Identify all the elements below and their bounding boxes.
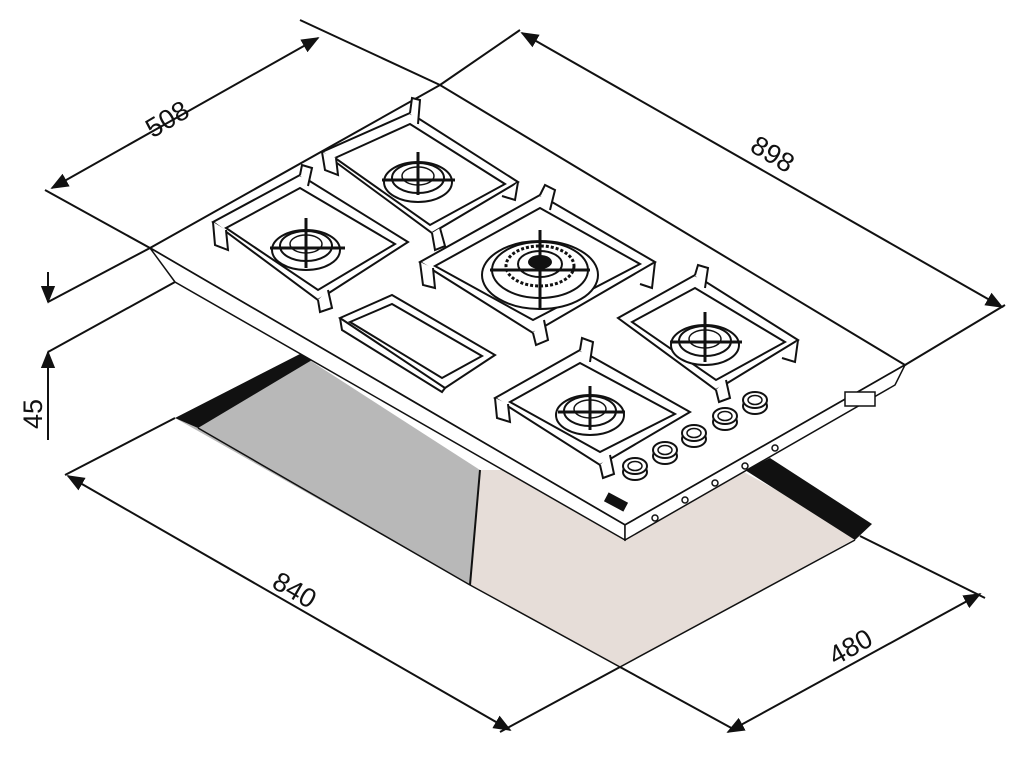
cutout-edge-right bbox=[745, 458, 872, 540]
cutout-right-face bbox=[470, 470, 860, 667]
knob-2 bbox=[652, 441, 678, 465]
knob-5 bbox=[742, 391, 768, 415]
front-screws bbox=[651, 444, 779, 522]
knob-4 bbox=[712, 407, 738, 431]
griddle-tray bbox=[337, 293, 497, 394]
knob-1 bbox=[622, 457, 648, 481]
label-480: 480 bbox=[824, 623, 878, 671]
burner-back-right-spokes bbox=[670, 312, 742, 362]
dimension-45 bbox=[40, 247, 176, 440]
dimension-480 bbox=[619, 535, 986, 733]
dimension-840 bbox=[64, 417, 621, 733]
label-45: 45 bbox=[18, 399, 48, 429]
label-840: 840 bbox=[267, 566, 321, 615]
dimension-898 bbox=[439, 29, 1006, 366]
burner-front-right-spokes bbox=[558, 386, 625, 430]
burner-front-left-spokes bbox=[270, 218, 345, 268]
brand-logo bbox=[603, 492, 629, 512]
hob-side-clip bbox=[844, 391, 876, 407]
cutout-edge-left bbox=[175, 354, 312, 428]
label-508: 508 bbox=[140, 95, 194, 144]
label-898: 898 bbox=[746, 130, 800, 179]
knob-3 bbox=[681, 424, 707, 448]
burner-back-left-spokes bbox=[382, 152, 455, 195]
dimension-508 bbox=[44, 19, 441, 249]
hob-right-edge bbox=[624, 363, 907, 542]
